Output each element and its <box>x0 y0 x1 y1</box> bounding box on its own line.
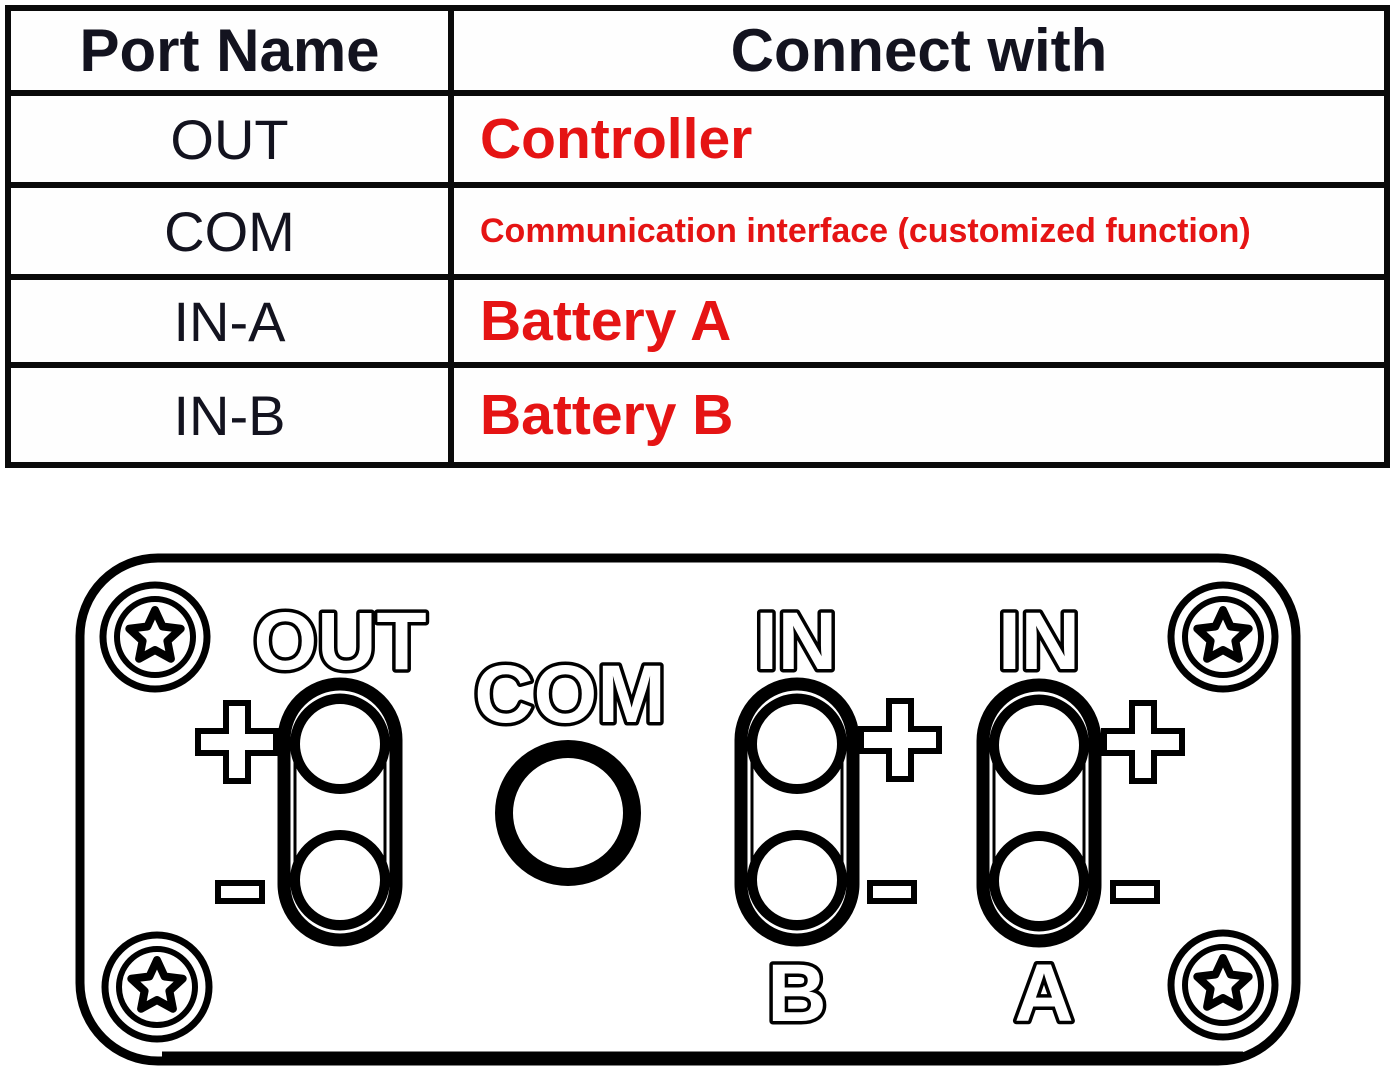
out-terminal-icon <box>284 684 396 940</box>
cell-connect-battery-b: Battery B <box>480 383 734 447</box>
minus-icon <box>218 883 262 901</box>
port-mapping-table: Port Name Connect with OUT Controller CO… <box>5 5 1390 468</box>
cell-connect-communication: Communication interface (customized func… <box>454 188 1384 280</box>
screw-icon <box>103 585 207 689</box>
in-a-terminal-icon <box>983 685 1095 941</box>
in-b-label: IN <box>755 596 837 687</box>
cell-port-in-a: IN-A <box>11 280 454 368</box>
in-a-sub-label: A <box>1014 948 1073 1039</box>
panel-outline <box>75 553 1301 1066</box>
header-port-name: Port Name <box>11 11 454 96</box>
cell-connect-battery-a: Battery A <box>454 280 1384 368</box>
screw-icon <box>1171 585 1275 689</box>
screw-icon <box>105 935 209 1039</box>
in-b-terminal-icon <box>741 684 853 940</box>
cell-port-in-b: IN-B <box>11 368 454 462</box>
header-connect-with: Connect with <box>454 11 1384 96</box>
minus-icon <box>870 883 914 901</box>
com-terminal-icon <box>495 740 641 886</box>
cell-port-out: OUT <box>11 96 454 188</box>
in-b-sub-label: B <box>767 948 826 1039</box>
cell-connect-controller: Controller <box>454 96 1384 188</box>
cell-port-com: COM <box>11 188 454 280</box>
in-a-label: IN <box>998 596 1080 687</box>
out-label: OUT <box>253 596 426 687</box>
com-label: COM <box>474 649 665 740</box>
minus-icon <box>1113 883 1157 901</box>
screw-icon <box>1171 933 1275 1037</box>
